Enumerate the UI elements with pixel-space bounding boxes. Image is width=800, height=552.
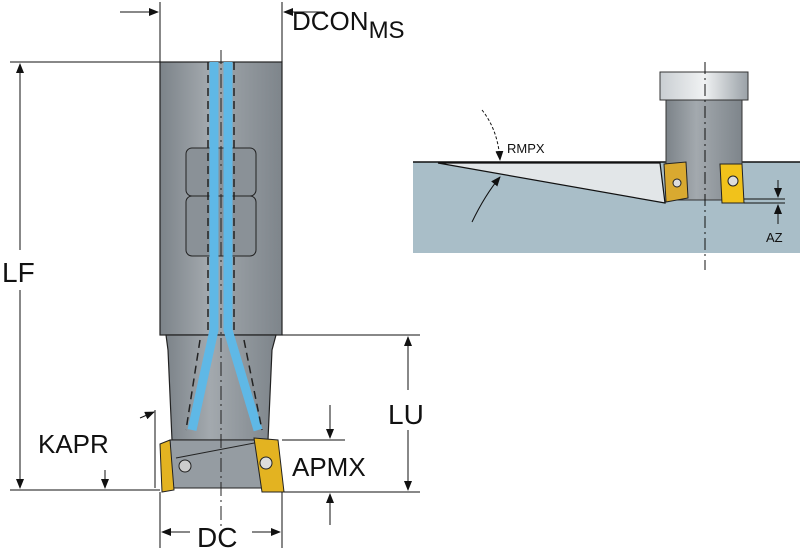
az-label: AZ [766, 230, 783, 245]
dcon-label: DCONMS [292, 6, 405, 44]
insert-left [159, 439, 192, 493]
lu-label: LU [388, 399, 424, 430]
ramping-inset: RMPX AZ [413, 62, 800, 270]
insert-right [253, 437, 285, 493]
rmpx-label: RMPX [507, 141, 545, 156]
dimension-lines [10, 2, 420, 548]
dc-label: DC [197, 522, 237, 552]
kapr-label: KAPR [38, 429, 109, 459]
lf-label: LF [2, 257, 35, 288]
apmx-label: APMX [292, 452, 366, 482]
coolant-channels [185, 50, 263, 530]
